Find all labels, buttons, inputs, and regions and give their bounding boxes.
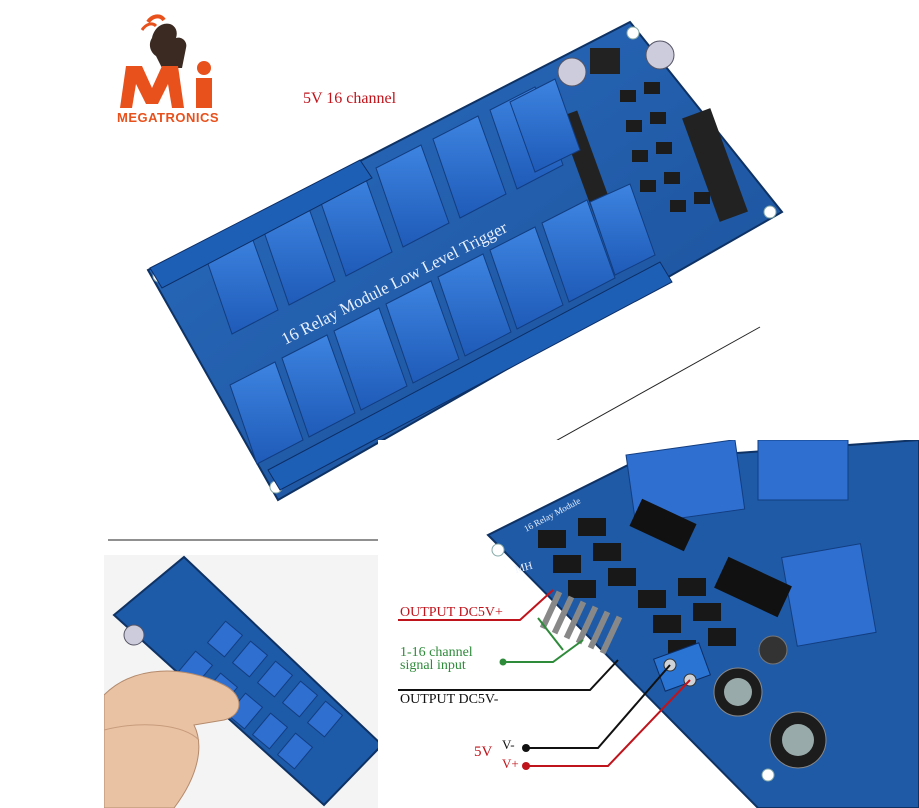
- brand-name: MEGATRONICS: [117, 110, 220, 125]
- dc5v-minus-wire: [398, 659, 619, 691]
- detail-mh-label: MH: [514, 560, 534, 576]
- v-plus-label: V+: [502, 756, 519, 771]
- output-dc5v-plus-label: OUTPUT DC5V+: [400, 605, 503, 620]
- signal-input-label-line2: signal input: [400, 658, 466, 673]
- v-plus-wire: [526, 679, 691, 767]
- brand-logo: MEGATRONICS: [112, 8, 242, 128]
- signal-wire: [503, 639, 584, 663]
- output-dc5v-minus-label: OUTPUT DC5V-: [400, 692, 499, 707]
- gorilla-logo-icon: [120, 14, 212, 108]
- dc5v-plus-wire: [398, 589, 554, 621]
- v-minus-label: V-: [502, 737, 515, 752]
- detail-closeup-photo: 16 Relay Module MH: [378, 440, 919, 808]
- v-minus-wire: [526, 664, 671, 749]
- signal-input-label-line1: 1-16 channel: [400, 645, 473, 660]
- hand-held-board-photo: [104, 555, 384, 808]
- supply-5v-label: 5V: [474, 744, 493, 760]
- product-caption: 5V 16 channel: [303, 90, 397, 107]
